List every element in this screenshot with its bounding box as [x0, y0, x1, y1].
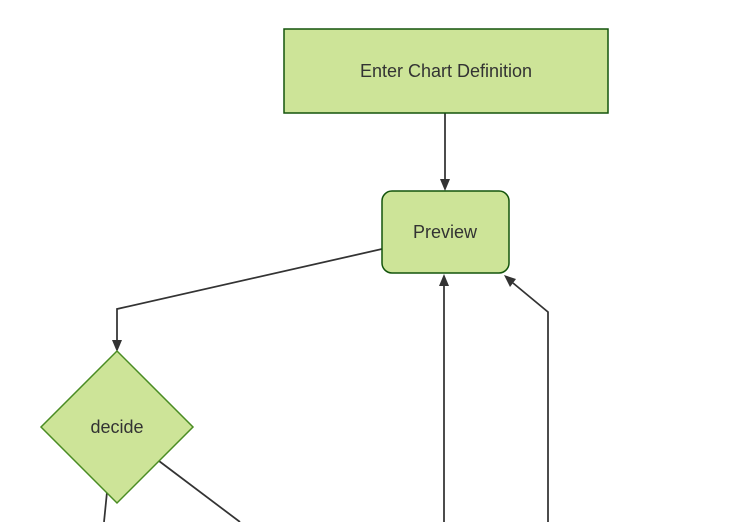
edge-offscreen-to-preview-bent [504, 275, 549, 522]
edge-enter-chart-definition-to-preview [440, 113, 450, 191]
edge-offscreen-to-preview-straight [439, 274, 449, 522]
edge-decide-to-offscreen-left [103, 491, 108, 522]
edge-preview-to-decide [112, 248, 383, 352]
arrowhead-icon [439, 274, 449, 286]
arrowhead-icon [504, 275, 516, 287]
edge-line [116, 248, 383, 340]
edge-line [103, 491, 108, 522]
node-rounded-rect [381, 190, 510, 274]
node-decide: decide [39, 349, 195, 505]
arrowhead-icon [440, 179, 450, 191]
edge-line [512, 282, 549, 522]
node-label: decide [90, 417, 143, 437]
node-label: Preview [413, 222, 478, 242]
node-diamond [39, 349, 195, 505]
arrowhead-icon [112, 340, 122, 352]
edge-line [158, 460, 241, 522]
edge-decide-to-offscreen-right [158, 460, 241, 522]
node-label: Enter Chart Definition [360, 61, 532, 81]
node-enter-chart-definition: Enter Chart Definition [283, 28, 609, 114]
node-preview: Preview [381, 190, 510, 274]
node-rect [283, 28, 609, 114]
